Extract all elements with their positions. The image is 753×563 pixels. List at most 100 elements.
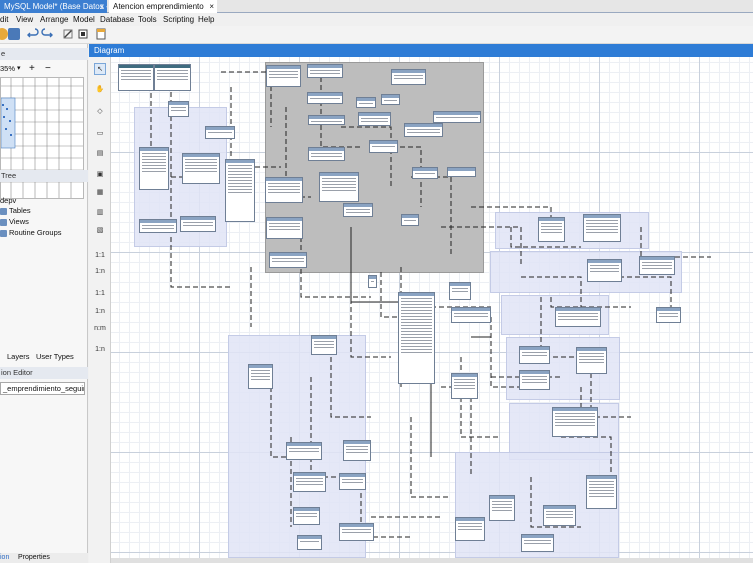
table-entity[interactable]	[205, 126, 235, 139]
table-entity[interactable]	[586, 475, 617, 509]
table-entity[interactable]	[269, 252, 307, 268]
tab-layers[interactable]: Layers	[7, 352, 30, 361]
table-entity[interactable]	[576, 347, 607, 374]
note-tool-icon[interactable]: ▤	[96, 150, 104, 157]
table-entity[interactable]	[358, 112, 391, 126]
eraser-tool-icon[interactable]: ◇	[97, 108, 103, 115]
table-entity[interactable]	[356, 97, 376, 108]
table-entity[interactable]	[368, 275, 377, 288]
object-select[interactable]: _emprendimiento_seguimie	[0, 382, 85, 395]
table-entity[interactable]	[339, 473, 366, 490]
table-tool-icon[interactable]: ▦	[96, 189, 104, 196]
table-entity[interactable]	[339, 523, 374, 541]
table-entity[interactable]	[293, 507, 320, 525]
tree-item-views[interactable]: Views	[0, 217, 29, 227]
save-icon[interactable]	[8, 28, 20, 40]
menu-view[interactable]: View	[16, 15, 34, 24]
table-entity[interactable]	[401, 214, 419, 226]
table-entity[interactable]	[451, 307, 491, 323]
menu-help[interactable]: Help	[198, 15, 215, 24]
table-entity[interactable]	[656, 307, 681, 323]
zoom-in-icon[interactable]: +	[29, 63, 35, 74]
menu-scripting[interactable]: Scripting	[163, 15, 195, 24]
menu-arrange[interactable]: Arrange	[40, 15, 69, 24]
table-entity[interactable]	[398, 292, 435, 384]
menu-edit[interactable]: dit	[0, 15, 9, 24]
table-entity[interactable]	[538, 217, 565, 242]
table-entity[interactable]	[266, 65, 301, 87]
table-entity[interactable]	[391, 69, 426, 85]
table-entity[interactable]	[433, 111, 481, 123]
table-entity[interactable]	[555, 307, 601, 327]
table-entity[interactable]	[639, 256, 675, 275]
table-entity[interactable]	[447, 167, 476, 177]
table-entity[interactable]	[552, 407, 598, 437]
table-entity[interactable]	[543, 505, 576, 526]
tab-properties[interactable]: Properties	[18, 554, 50, 561]
table-entity[interactable]	[587, 259, 622, 282]
select-tool-icon[interactable]: ↖	[94, 63, 106, 75]
table-entity[interactable]	[180, 216, 216, 232]
tab-atencion-emprendimiento[interactable]: Atencion emprendimiento ×	[109, 0, 217, 13]
relationship-1-n-nonid-icon[interactable]: 1:n	[95, 308, 105, 315]
menu-tools[interactable]: Tools	[138, 15, 157, 24]
hand-tool-icon[interactable]: ✋	[95, 86, 105, 93]
table-entity[interactable]	[343, 203, 373, 217]
table-entity[interactable]	[139, 147, 169, 190]
table-entity[interactable]	[225, 159, 255, 222]
tab-description[interactable]: ion	[0, 554, 10, 561]
redo-icon[interactable]	[41, 28, 53, 40]
table-entity[interactable]	[455, 517, 485, 541]
table-entity[interactable]	[248, 364, 273, 389]
table-entity[interactable]	[449, 282, 471, 300]
table-entity[interactable]	[308, 115, 345, 125]
chevron-down-icon[interactable]: ▾	[17, 65, 21, 72]
close-icon[interactable]: x	[100, 2, 104, 11]
table-entity[interactable]	[308, 147, 345, 161]
table-entity[interactable]	[307, 92, 343, 104]
table-entity[interactable]	[369, 140, 398, 153]
close-icon[interactable]: ×	[209, 2, 214, 11]
table-entity[interactable]	[297, 535, 322, 550]
tab-mysql-model[interactable]: MySQL Model* (Base Datos - CDE... x	[0, 0, 107, 13]
diagram-canvas[interactable]	[111, 57, 753, 558]
table-entity[interactable]	[412, 167, 438, 179]
table-entity[interactable]	[154, 64, 191, 91]
tree-item-routine-groups[interactable]: Routine Groups	[0, 228, 62, 238]
routine-group-tool-icon[interactable]: ▧	[96, 227, 104, 234]
relationship-1-1-nonid-icon[interactable]: 1:1	[95, 290, 105, 297]
table-entity[interactable]	[182, 153, 220, 184]
table-entity[interactable]	[521, 534, 554, 552]
table-entity[interactable]	[519, 346, 550, 364]
table-entity[interactable]	[168, 101, 189, 117]
image-tool-icon[interactable]: ▣	[96, 171, 104, 178]
relationship-1-1-icon[interactable]: 1:1	[95, 252, 105, 259]
view-tool-icon[interactable]: ▥	[96, 209, 104, 216]
table-entity[interactable]	[139, 219, 177, 233]
horizontal-scrollbar[interactable]	[111, 558, 753, 563]
table-entity[interactable]	[451, 373, 478, 399]
layer-tool-icon[interactable]: ▭	[96, 130, 104, 137]
relationship-n-m-icon[interactable]: n:m	[94, 325, 106, 332]
table-entity[interactable]	[319, 172, 359, 202]
table-entity[interactable]	[293, 472, 326, 492]
undo-icon[interactable]	[27, 28, 39, 40]
table-entity[interactable]	[381, 94, 400, 105]
page-icon[interactable]	[77, 28, 89, 40]
table-entity[interactable]	[265, 177, 303, 203]
table-entity[interactable]	[343, 440, 371, 461]
table-entity[interactable]	[583, 214, 621, 242]
table-entity[interactable]	[489, 495, 515, 521]
relationship-existing-icon[interactable]: 1:n	[95, 346, 105, 353]
tree-item-tables[interactable]: Tables	[0, 206, 31, 216]
schema-item[interactable]: depv	[0, 196, 16, 206]
zoom-out-icon[interactable]: −	[45, 63, 51, 74]
table-entity[interactable]	[118, 64, 154, 91]
menu-model[interactable]: Model	[73, 15, 95, 24]
relationship-1-n-icon[interactable]: 1:n	[95, 268, 105, 275]
table-entity[interactable]	[266, 217, 303, 239]
table-entity[interactable]	[404, 123, 443, 137]
tab-user-types[interactable]: User Types	[36, 352, 74, 361]
open-icon[interactable]	[0, 28, 8, 40]
table-entity[interactable]	[307, 64, 343, 78]
